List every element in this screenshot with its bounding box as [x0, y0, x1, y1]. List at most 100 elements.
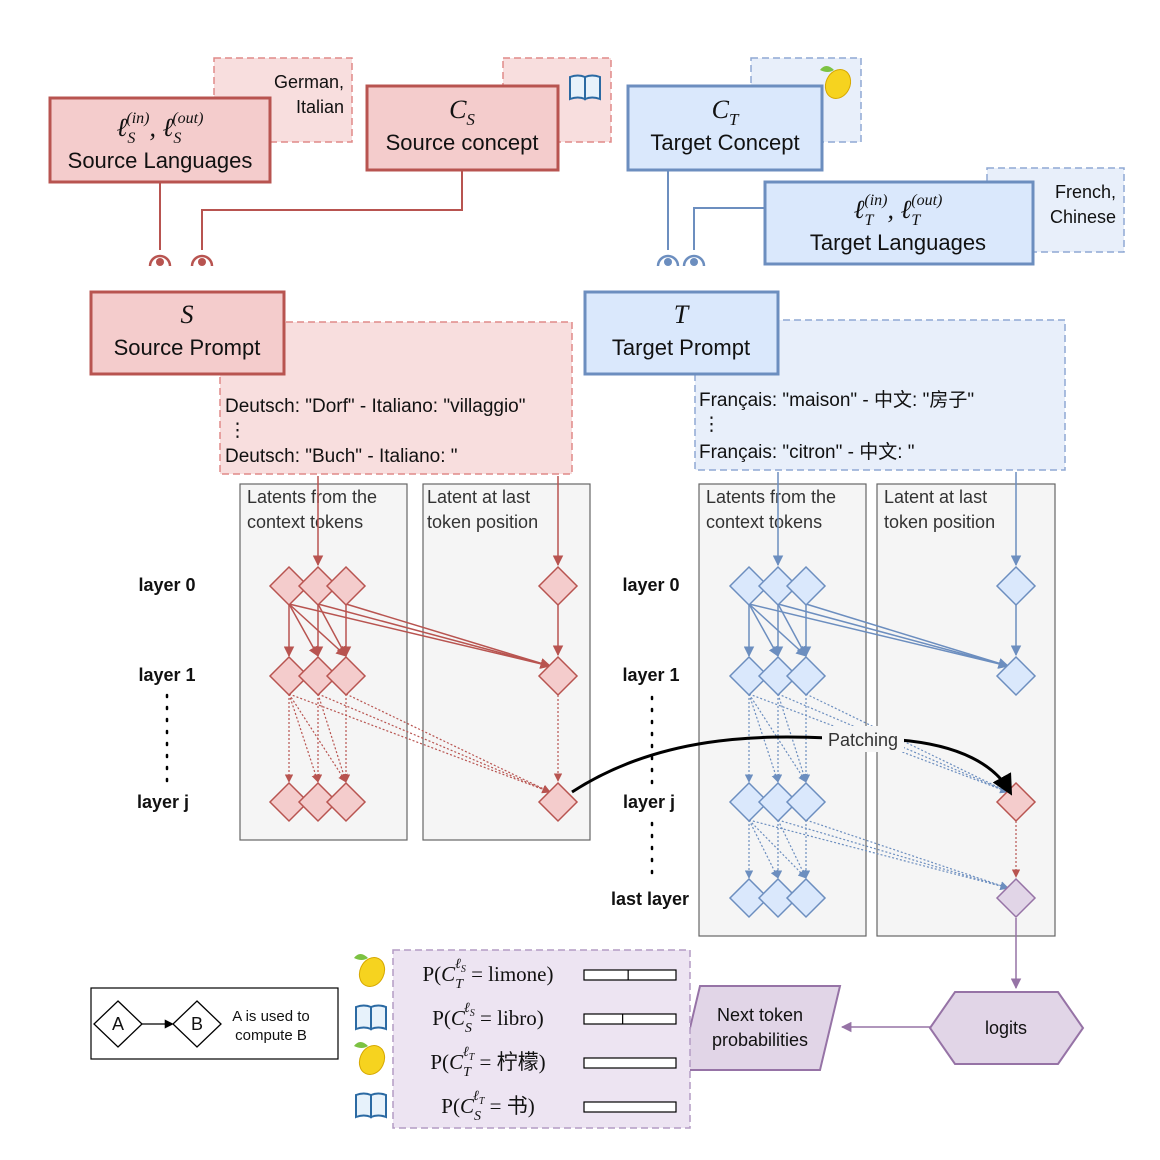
next-token-label-1: Next token [717, 1005, 803, 1025]
target-languages-box [763, 180, 1035, 266]
prob-2-label: P(CTℓT = 柠檬) [430, 1045, 545, 1080]
target-socket-dot-1 [664, 258, 672, 266]
target-last-title-1: Latent at last [884, 487, 987, 507]
target-languages-connector [693, 207, 765, 250]
prob-2-lemon-icon [354, 1042, 386, 1076]
source-prompt-symbol: S [181, 300, 194, 329]
target-context-title-2: context tokens [706, 512, 822, 532]
target-socket-1 [656, 254, 680, 267]
legend-diamond-a [93, 1000, 143, 1048]
source-prompt-label: Source Prompt [114, 335, 261, 360]
target-edge-r0-1-last [777, 603, 1010, 669]
source-layer0-label: layer 0 [138, 575, 195, 595]
target-edge-r1-2-last [805, 693, 1009, 793]
target-node-l1-t2 [785, 655, 827, 697]
target-socket-dot-2 [690, 258, 698, 266]
target-edge-r2-2-last [805, 819, 1009, 890]
source-edge-r0-1-last [317, 603, 552, 669]
source-node-l2-t0 [268, 781, 310, 823]
legend-diamond-b [172, 1000, 222, 1048]
legend-text-1: A is used to [232, 1008, 310, 1025]
source-last-node-l1 [537, 655, 579, 697]
source-node-l2-t1 [297, 781, 339, 823]
legend-a-label: A [112, 1014, 124, 1034]
prob-3-label: P(CSℓT = 书) [441, 1089, 534, 1124]
source-layerj-label: layer j [137, 792, 189, 812]
target-concept-symbol: CT [712, 95, 740, 129]
source-socket-dot-2 [198, 258, 206, 266]
patching-arrow-part2 [899, 738, 1013, 796]
next-token-parallelogram [678, 985, 842, 1071]
target-last-title-2: token position [884, 512, 995, 532]
target-node-l2-t1 [757, 781, 799, 823]
target-last-node-last [995, 877, 1037, 919]
source-concept-box [365, 84, 560, 172]
legend-b-label: B [191, 1014, 203, 1034]
prob-2-bar-track [583, 1057, 677, 1069]
source-socket-dot-1 [156, 258, 164, 266]
target-prompt-box [583, 290, 780, 376]
source-concept-connector [201, 170, 463, 250]
source-node-l0-t1 [297, 565, 339, 607]
target-node-l3-t0 [728, 877, 770, 919]
source-edge-r1-1-2 [317, 693, 348, 783]
source-edge-r1-2-last [345, 693, 551, 793]
target-last-layer-label: last layer [611, 889, 689, 909]
target-languages-note-line1: French, [1055, 182, 1116, 202]
legend-text-2: compute B [235, 1027, 307, 1044]
source-edge-r0-2-last [345, 603, 552, 669]
prob-1-label: P(CSℓS = libro) [432, 1001, 544, 1036]
source-edge-r1-0-last [288, 693, 551, 794]
target-prompt-line3: Français: "citron" - 中文: " [699, 441, 915, 463]
logits-hexagon [928, 991, 1085, 1065]
prob-3-book-icon [355, 1092, 387, 1119]
prob-1-bar-track [583, 1013, 677, 1025]
source-prompt-box [89, 290, 286, 376]
source-edge-r0-0-last [288, 603, 552, 669]
source-last-panel [422, 483, 591, 841]
target-node-l3-t2 [785, 877, 827, 919]
source-concept-label: Source concept [386, 130, 539, 155]
source-languages-note-line1: German, [274, 72, 344, 92]
target-layerj-label: layer j [623, 792, 675, 812]
target-node-l0-t0 [728, 565, 770, 607]
source-edge-r1-1-last [317, 693, 551, 793]
patching-label-bg [822, 726, 904, 752]
source-node-l1-t0 [268, 655, 310, 697]
prob-0-label: P(CTℓS = limone) [422, 957, 553, 992]
prob-0-bar-track [583, 969, 677, 981]
target-node-l3-t1 [757, 877, 799, 919]
prob-3-bar-track [583, 1101, 677, 1113]
patching-label: Patching [828, 730, 898, 750]
book-icon [569, 74, 601, 101]
target-node-l1-t1 [757, 655, 799, 697]
target-edge-r1-1-2 [777, 693, 808, 783]
target-context-title-1: Latents from the [706, 487, 836, 507]
probabilities-list: P(CTℓS = limone) P(CSℓS = libro) P(CTℓT = … [354, 954, 677, 1124]
next-token-label-2: probabilities [712, 1030, 808, 1050]
target-edge-r1-0-1 [748, 693, 780, 783]
source-node-l0-t0 [268, 565, 310, 607]
source-edge-r1-0-1 [288, 693, 320, 783]
target-edge-r2-0-last [748, 819, 1009, 891]
logits-label: logits [985, 1018, 1027, 1038]
target-edge-r2-0-1 [748, 819, 779, 879]
target-node-l2-t2 [785, 781, 827, 823]
target-concept-label: Target Concept [650, 130, 799, 155]
source-node-l1-t2 [325, 655, 367, 697]
source-languages-label: Source Languages [68, 148, 253, 173]
target-languages-label: Target Languages [810, 230, 986, 255]
source-context-title-2: context tokens [247, 512, 363, 532]
target-prompt-line2: ⋮ [702, 414, 721, 435]
source-layer1-label: layer 1 [138, 665, 195, 685]
target-edge-r0-0-last [748, 603, 1010, 669]
target-last-node-l0 [995, 565, 1037, 607]
edges-layer [283, 472, 1022, 891]
target-socket-2 [682, 254, 706, 267]
patching-arrow-part1 [571, 735, 831, 794]
source-concept-symbol: CS [449, 95, 475, 129]
prob-1-book-icon [355, 1004, 387, 1031]
target-node-l1-t0 [728, 655, 770, 697]
